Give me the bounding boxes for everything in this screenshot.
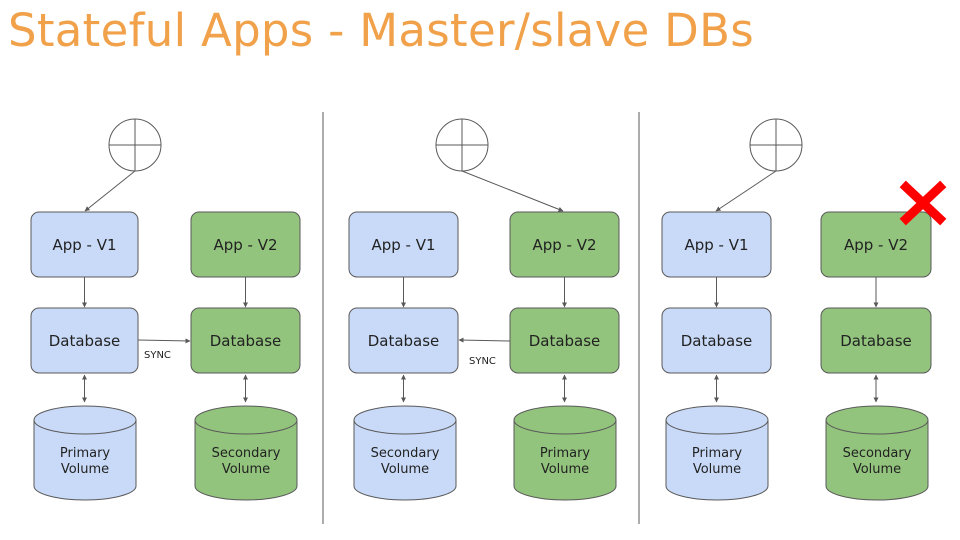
load-balancer-icon	[435, 118, 489, 172]
database-right-label: Database	[840, 332, 912, 350]
volume-left-line2: Volume	[61, 462, 109, 477]
database-right-label: Database	[210, 332, 282, 350]
volume-right-line2: Volume	[541, 462, 589, 477]
database-left-label: Database	[681, 332, 753, 350]
database-left-label: Database	[368, 332, 440, 350]
app-v1-node: App - V1	[30, 211, 139, 278]
volume-right-line1: Secondary	[843, 446, 912, 461]
app-v2-node: App - V2	[820, 211, 932, 278]
sync-arrow	[137, 338, 191, 344]
volume-right-cylinder: Secondary Volume	[825, 405, 929, 501]
volume-right-cylinder: Primary Volume	[513, 405, 617, 501]
sync-label: SYNC	[469, 356, 496, 367]
volume-left-cylinder: Primary Volume	[665, 405, 769, 501]
app-v2-label: App - V2	[844, 236, 908, 254]
volume-right-line1: Secondary	[212, 446, 281, 461]
volume-left-line1: Secondary	[371, 446, 440, 461]
panel-1: App - V1 App - V2 Database Database SYNC…	[30, 118, 301, 501]
app-v1-label: App - V1	[371, 236, 435, 254]
database-right-node: Database	[190, 307, 301, 374]
app-v2-label: App - V2	[532, 236, 596, 254]
failure-x-icon	[899, 180, 947, 226]
traffic-arrow	[84, 170, 136, 212]
app-v1-label: App - V1	[684, 236, 748, 254]
traffic-arrow	[461, 170, 564, 212]
database-left-node: Database	[348, 307, 459, 374]
sync-arrow	[458, 337, 511, 343]
slide-title: Stateful Apps - Master/slave DBs	[8, 4, 755, 57]
database-right-label: Database	[529, 332, 601, 350]
app-v1-node: App - V1	[661, 211, 772, 278]
volume-left-line1: Primary	[60, 446, 111, 461]
database-right-node: Database	[509, 307, 620, 374]
volume-left-line2: Volume	[693, 462, 741, 477]
traffic-arrow	[715, 170, 777, 212]
panel-3: App - V1 App - V2 Database Database Prim…	[661, 118, 947, 501]
panel-2: App - V1 App - V2 Database Database SYNC…	[348, 118, 620, 501]
volume-right-line1: Primary	[540, 446, 591, 461]
volume-left-cylinder: Secondary Volume	[353, 405, 457, 501]
volume-left-cylinder: Primary Volume	[33, 405, 137, 501]
volume-left-line2: Volume	[381, 462, 429, 477]
sync-label: SYNC	[144, 350, 171, 361]
database-right-node: Database	[820, 307, 932, 374]
app-v1-node: App - V1	[348, 211, 459, 278]
load-balancer-icon	[749, 118, 803, 172]
app-v1-label: App - V1	[52, 236, 116, 254]
app-v2-node: App - V2	[190, 211, 301, 278]
volume-right-line2: Volume	[853, 462, 901, 477]
database-left-node: Database	[30, 307, 139, 374]
app-v2-node: App - V2	[509, 211, 620, 278]
volume-left-line1: Primary	[692, 446, 743, 461]
database-left-label: Database	[49, 332, 121, 350]
volume-right-line2: Volume	[222, 462, 270, 477]
volume-right-cylinder: Secondary Volume	[194, 405, 298, 501]
database-left-node: Database	[661, 307, 772, 374]
app-v2-label: App - V2	[213, 236, 277, 254]
load-balancer-icon	[108, 118, 162, 172]
